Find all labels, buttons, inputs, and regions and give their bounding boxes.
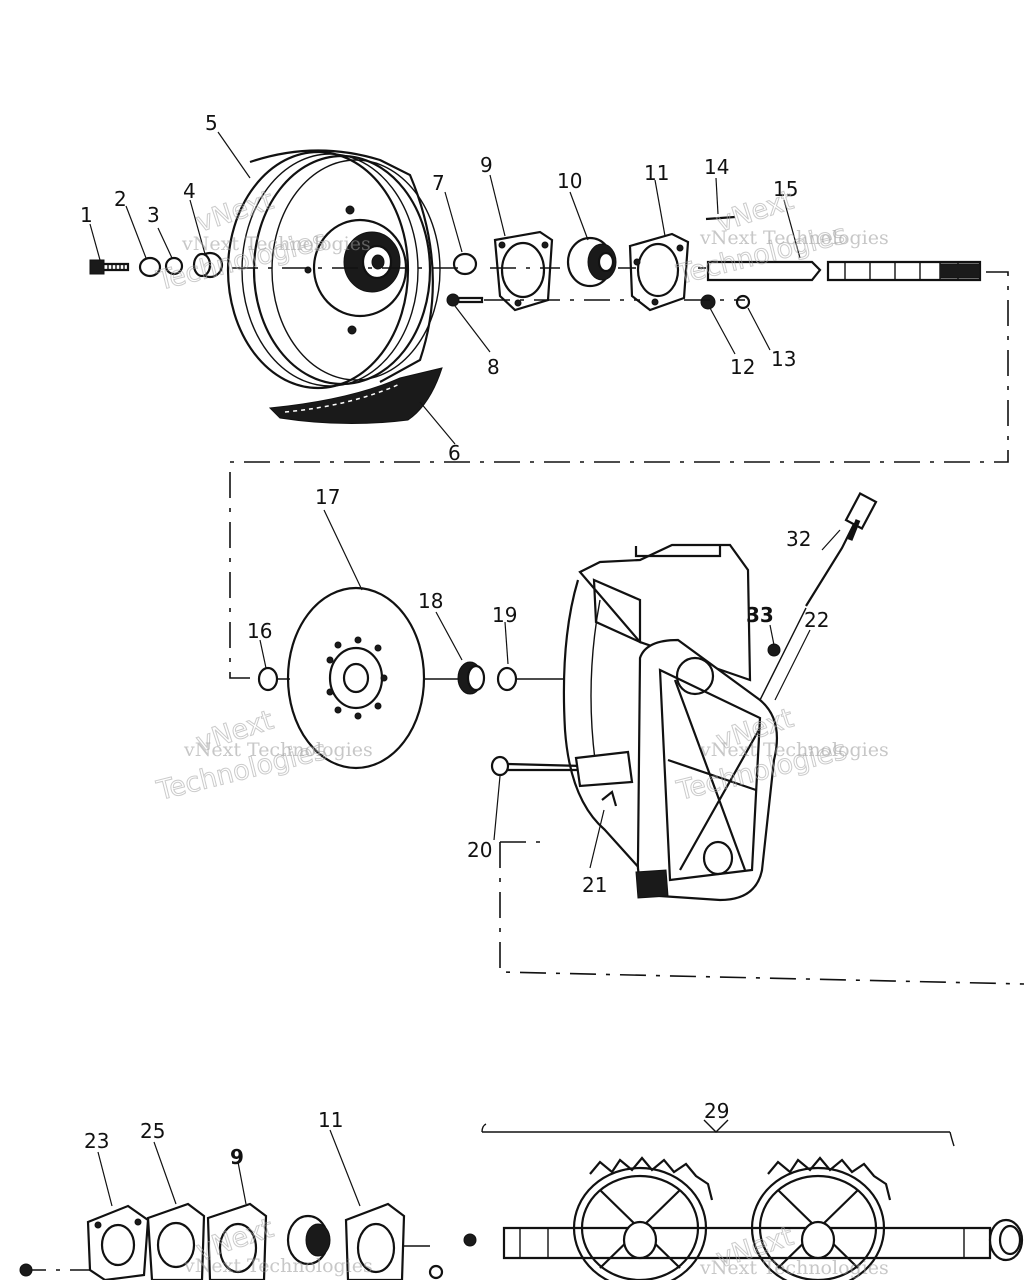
callout-33: 33 [746,603,774,627]
chaincase-assembly [257,492,1024,985]
callout-9: 9 [480,153,493,177]
callout-4: 4 [183,179,196,203]
ring-19 [496,666,518,692]
assembly-leader-line-2 [499,841,1024,985]
drive-shaft-15 [706,260,982,282]
callout-1: 1 [80,203,93,227]
sprocket-right [750,1156,892,1280]
lock-washer-3 [164,256,184,276]
callout-13: 13 [771,347,796,371]
sprocket-disc-17 [286,586,426,770]
svg-text:vNext Technologies: vNext Technologies [181,233,371,255]
svg-text:vNext Technologies: vNext Technologies [183,1255,373,1277]
callout-7: 7 [432,171,445,195]
callout-6: 6 [448,441,461,465]
drive-pulley [226,149,441,390]
callout-22: 22 [804,608,829,632]
callout-9b: 9 [230,1145,244,1169]
bolt-1 [89,259,130,275]
ring-16 [257,666,279,692]
callout-29: 29 [704,1099,729,1123]
flange-9b [206,1202,268,1280]
callout-11: 11 [644,161,669,185]
svg-text:vNext Technologies: vNext Technologies [183,739,373,761]
adjuster-bolt-20 [490,750,634,788]
callout-21: 21 [582,873,607,897]
bearing-flange-11 [628,232,690,312]
spring-21 [601,790,618,807]
callout-8: 8 [487,355,500,379]
callout-18: 18 [418,589,443,613]
chaincase-housing [562,543,778,902]
callout-25: 25 [140,1119,165,1143]
callout-23: 23 [84,1129,109,1153]
end-bearing [988,1218,1024,1262]
callout-10: 10 [557,169,582,193]
callout-19: 19 [492,603,517,627]
callout-17: 17 [315,485,340,509]
washer-7 [452,252,478,276]
drive-axle-29 [502,1156,992,1280]
callout-labels: 1 2 3 4 5 6 7 8 9 10 11 12 13 14 15 16 1… [80,111,829,1169]
drive-pulley-assembly [89,149,982,425]
svg-text:vNext Technologies: vNext Technologies [699,739,889,761]
sprocket-left [572,1156,714,1280]
bearing-bottom [286,1214,331,1266]
callout-5: 5 [205,111,218,135]
nut-12 [700,294,716,310]
washer-2 [138,256,162,278]
bolt-8 [446,293,484,307]
bearing-18 [457,661,486,695]
callout-2: 2 [114,187,127,211]
callout-32: 32 [786,527,811,551]
svg-text:vNext Technologies: vNext Technologies [699,227,889,249]
bearing-flange-9 [493,230,554,312]
callout-16: 16 [247,619,272,643]
svg-text:vNext Technologies: vNext Technologies [699,1257,889,1279]
callout-12: 12 [730,355,755,379]
nut-13 [735,294,751,310]
callout-15: 15 [773,177,798,201]
callout-20: 20 [467,838,492,862]
callout-11b: 11 [318,1108,343,1132]
assembly-leader-line [229,271,1009,679]
spacer-4 [192,251,224,279]
flange-11b [344,1202,406,1280]
flange-25 [146,1202,206,1280]
key-14 [705,215,736,221]
callout-3: 3 [147,203,160,227]
drive-axle-assembly [19,1119,1024,1280]
flange-23 [86,1204,150,1280]
drive-belt-segment [268,367,443,425]
bearing-10 [566,236,617,288]
callout-14: 14 [704,155,729,179]
callout-leaders [89,131,841,1207]
